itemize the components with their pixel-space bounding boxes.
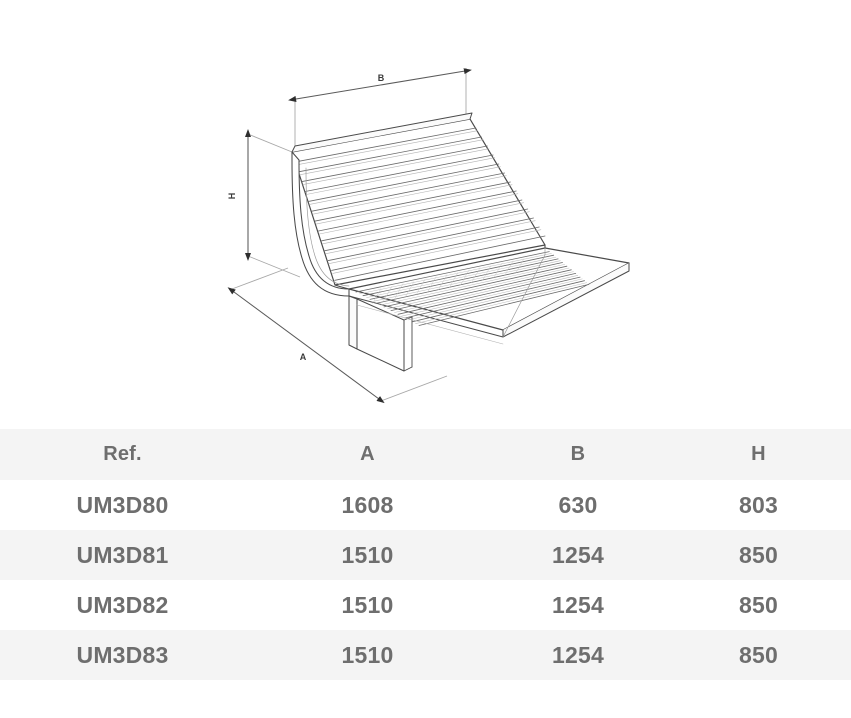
column-header-a: A — [360, 443, 375, 465]
seat-slat-shadows — [359, 253, 587, 324]
base-plinth-front — [356, 298, 405, 372]
seat-fine-hatch — [372, 258, 525, 304]
dimension-h: H — [227, 129, 251, 261]
front-left-leg — [348, 295, 358, 350]
cell-h: 803 — [739, 491, 778, 518]
column-header-b: B — [570, 443, 586, 465]
cell-ref: UM3D82 — [76, 591, 169, 618]
cell-ref: UM3D83 — [76, 641, 169, 668]
table-row: UM3D82 1510 1254 850 — [0, 580, 851, 630]
backrest-slat-shadows — [295, 130, 542, 274]
cell-b: 1254 — [552, 541, 604, 568]
cell-h: 850 — [739, 591, 778, 618]
cell-ref: UM3D81 — [76, 541, 169, 568]
dimension-label-h: H — [227, 193, 237, 200]
technical-drawing: B H A — [227, 68, 630, 404]
table-row: UM3D80 1608 630 803 — [0, 480, 851, 530]
seat-slats — [355, 251, 590, 326]
cell-h: 850 — [739, 541, 778, 568]
chair-isometric-drawing: B H A — [227, 68, 630, 404]
cell-a: 1510 — [341, 541, 394, 568]
dimension-label-b: B — [378, 73, 385, 83]
backrest-slats — [294, 127, 546, 281]
cell-h: 850 — [739, 641, 778, 668]
dimension-a: A — [227, 287, 385, 404]
column-header-h: H — [751, 443, 766, 465]
dimension-label-a: A — [300, 352, 307, 362]
table-row: UM3D81 1510 1254 850 — [0, 530, 851, 580]
cell-b: 1254 — [552, 641, 604, 668]
cell-a: 1510 — [341, 641, 394, 668]
cell-a: 1510 — [341, 591, 394, 618]
table-row: UM3D83 1510 1254 850 — [0, 630, 851, 680]
cell-ref: UM3D80 — [76, 491, 169, 518]
cell-a: 1608 — [341, 491, 394, 518]
cell-b: 630 — [558, 491, 598, 518]
table-header-row: Ref. A B H — [0, 429, 851, 480]
chair-illustration — [291, 112, 630, 372]
specification-table: Ref. A B H UM3D80 1608 630 803 UM3D81 15… — [0, 429, 851, 680]
table-body: UM3D80 1608 630 803 UM3D81 1510 1254 850… — [0, 480, 851, 680]
column-header-ref: Ref. — [103, 443, 142, 465]
dimension-b: B — [288, 68, 472, 102]
table-header: Ref. A B H — [0, 429, 851, 480]
cell-b: 1254 — [552, 591, 604, 618]
